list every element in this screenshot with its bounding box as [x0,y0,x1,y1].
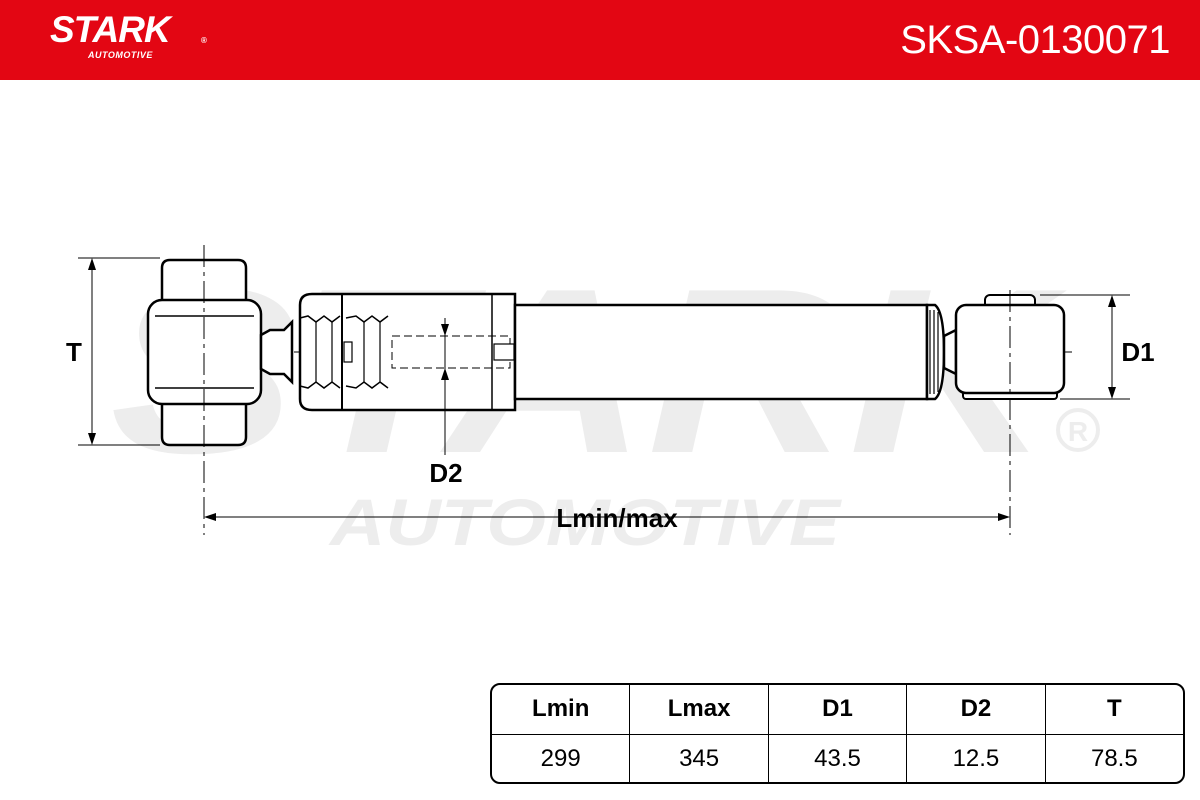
length-arrow-right [998,513,1010,521]
part-number: SKSA-0130071 [900,18,1170,62]
d2-arrow-top [441,324,449,336]
dimension-d1: D1 [1040,294,1155,400]
cylinder-body [513,303,929,401]
dimension-length: Lmin/max [204,503,1010,533]
boot-bellows-left [299,315,341,389]
spec-header-d1: D1 [769,685,908,734]
main-cylinder [513,303,958,401]
stark-logo: STARK ® AUTOMOTIVE [50,10,210,66]
watermark-registered-circle [1056,408,1100,452]
boot-inner-detail [343,341,353,363]
spec-value-t: 78.5 [1090,744,1138,772]
right-eye-mount [954,290,1066,535]
length-label: Lmin/max [556,503,678,533]
boot-bellows-right [345,315,389,389]
logo-sub-text: AUTOMOTIVE [88,50,153,60]
d2-arrow-bottom [441,368,449,380]
spec-header-d2: D2 [907,685,1046,734]
d1-arrow-bottom [1108,387,1116,399]
spec-value-d2: 12.5 [907,734,1046,782]
dust-boot [298,292,517,412]
left-neck [259,318,294,386]
logo-brand-text: STARK [50,9,171,50]
left-eye-mount [146,245,294,535]
spec-header-lmax: Lmax [630,685,769,734]
watermark-registered-letter: R [1068,416,1088,447]
spec-header-row: Lmin Lmax D1 D2 T [492,685,1183,735]
spec-value-d1: 43.5 [769,734,908,782]
rod-end-nut [493,343,515,361]
spec-value-lmin: 299 [492,734,631,782]
t-label: T [66,337,82,367]
header-bar: STARK ® AUTOMOTIVE SKSA-0130071 [0,0,1200,80]
dimension-d2: D2 [429,318,463,488]
d1-label: D1 [1121,337,1154,367]
shock-absorber-drawing: STARK AUTOMOTIVE R [66,239,1155,559]
spec-header-lmin: Lmin [492,685,631,734]
logo-registered-mark: ® [201,36,207,45]
spec-value-lmax: 345 [630,734,769,782]
spec-table: Lmin Lmax D1 D2 T 299 345 43.5 12.5 78.5 [490,683,1185,784]
right-neck [942,327,958,377]
d2-label: D2 [429,458,462,488]
dimension-t: T [66,257,160,446]
t-arrow-top [88,258,96,270]
top-cap [298,292,517,412]
spec-value-row: 299 345 43.5 12.5 78.5 [492,734,1183,782]
watermark-sub: AUTOMOTIVE [328,485,843,559]
t-arrow-bottom [88,433,96,445]
d1-arrow-top [1108,295,1116,307]
spec-header-t: T [1106,695,1122,723]
length-arrow-left [204,513,216,521]
